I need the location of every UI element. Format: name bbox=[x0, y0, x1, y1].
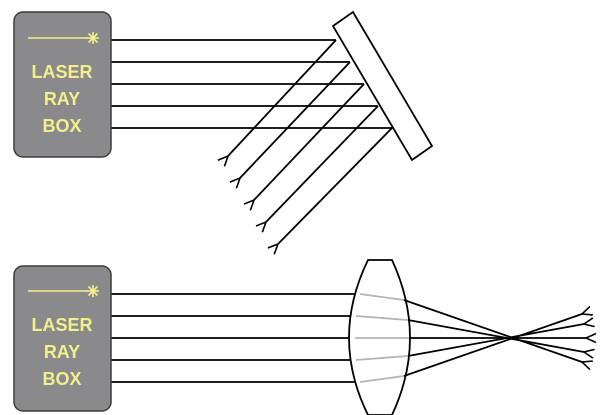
reflected-ray bbox=[278, 127, 393, 244]
box-label-line2: RAY bbox=[44, 342, 80, 362]
laser-box-body bbox=[13, 11, 112, 158]
laser-starburst-icon bbox=[28, 32, 99, 44]
reflected-ray bbox=[228, 39, 337, 156]
box-label-line2: RAY bbox=[44, 89, 80, 109]
reflected-rays bbox=[228, 39, 393, 244]
box-label-line1: LASER bbox=[31, 315, 92, 335]
incident-rays bbox=[110, 39, 392, 129]
reflected-ray bbox=[254, 83, 365, 200]
mirror bbox=[331, 10, 434, 162]
refracted-ray bbox=[403, 299, 582, 362]
box-label-line3: BOX bbox=[42, 369, 81, 389]
inner-ray bbox=[355, 355, 409, 361]
mirror-setup: LASER RAY BOX bbox=[13, 10, 434, 244]
incident-rays-lens bbox=[110, 293, 360, 383]
box-label-line3: BOX bbox=[42, 116, 81, 136]
refracted-ray bbox=[403, 314, 582, 377]
laser-box-body bbox=[13, 265, 112, 412]
laser-ray-box-bottom: LASER RAY BOX bbox=[13, 265, 112, 412]
refracted-rays-inside-lens bbox=[355, 293, 409, 383]
box-label-line1: LASER bbox=[31, 62, 92, 82]
inner-ray bbox=[355, 315, 409, 321]
laser-starburst-icon bbox=[28, 285, 99, 297]
refracted-ray bbox=[407, 319, 584, 352]
inner-ray bbox=[359, 375, 405, 383]
laser-ray-box-top: LASER RAY BOX bbox=[13, 11, 112, 158]
reflected-ray bbox=[240, 61, 351, 178]
lens-setup: LASER RAY BOX bbox=[13, 259, 586, 415]
inner-ray bbox=[359, 293, 405, 301]
converging-rays bbox=[403, 299, 586, 377]
refracted-ray bbox=[407, 324, 584, 357]
reflected-ray bbox=[266, 105, 379, 222]
